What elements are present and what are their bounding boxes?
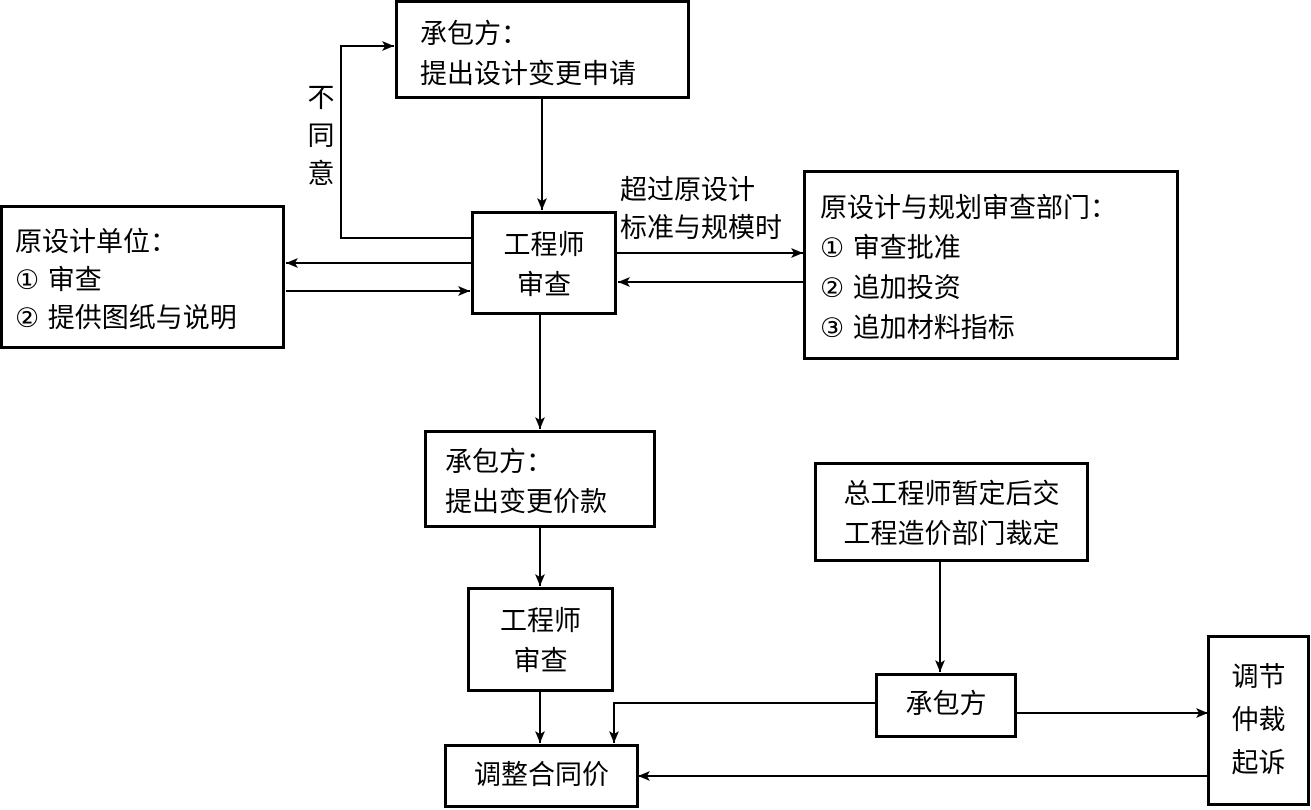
node-text: 承包方： — [445, 447, 553, 478]
node-planning-dept: 原设计与规划审查部门： ① 审查批准 ② 追加投资 ③ 追加材料指标 — [803, 170, 1179, 360]
label-disagree: 不 同 意 — [303, 80, 339, 194]
node-text: 总工程师暂定后交 — [843, 479, 1060, 510]
node-text: 提出设计变更申请 — [420, 59, 636, 90]
label-exceed-standard: 超过原设计 标准与规模时 — [620, 172, 782, 248]
node-text: 工程师 — [500, 606, 581, 637]
node-text: 承包方 — [905, 689, 987, 720]
node-text: 工程师 — [503, 230, 585, 261]
node-text: 原设计单位： — [15, 227, 177, 258]
label-text: 同 — [307, 121, 335, 152]
node-text: 工程造价部门裁定 — [843, 519, 1060, 550]
node-text: 原设计与规划审查部门： — [820, 193, 1117, 224]
node-text: ③ 追加材料指标 — [820, 313, 1015, 344]
node-text: ② 提供图纸与说明 — [15, 303, 237, 334]
node-text: 提出变更价款 — [445, 487, 607, 518]
label-text: 不 — [307, 83, 335, 114]
node-text: ② 追加投资 — [820, 273, 961, 304]
node-text: 起诉 — [1231, 748, 1286, 779]
node-text: 承包方： — [420, 19, 528, 50]
arrow-disagree-loop — [340, 41, 472, 239]
node-adjust-price: 调整合同价 — [444, 744, 639, 808]
node-contractor-request: 承包方： 提出设计变更申请 — [395, 0, 690, 99]
node-original-design-unit: 原设计单位： ① 审查 ② 提供图纸与说明 — [0, 205, 285, 349]
node-engineer-review-1: 工程师 审查 — [471, 211, 617, 315]
node-text: 审查 — [517, 270, 571, 301]
node-chief-engineer: 总工程师暂定后交 工程造价部门裁定 — [814, 462, 1089, 562]
node-dispute: 调节 仲裁 起诉 — [1207, 635, 1310, 806]
label-text: 意 — [307, 159, 335, 190]
node-engineer-review-2: 工程师 审查 — [467, 587, 614, 692]
node-contractor-price: 承包方： 提出变更价款 — [424, 430, 656, 528]
node-text: ① 审查 — [15, 265, 102, 296]
arrow-contractor-to-adjust — [609, 702, 876, 743]
label-text: 标准与规模时 — [620, 213, 782, 244]
label-text: 超过原设计 — [620, 175, 755, 206]
node-text: 调整合同价 — [474, 760, 609, 791]
node-contractor: 承包方 — [875, 673, 1017, 738]
node-text: ① 审查批准 — [820, 233, 961, 264]
node-text: 仲裁 — [1231, 705, 1286, 736]
node-text: 审查 — [513, 646, 568, 677]
node-text: 调节 — [1231, 662, 1286, 693]
